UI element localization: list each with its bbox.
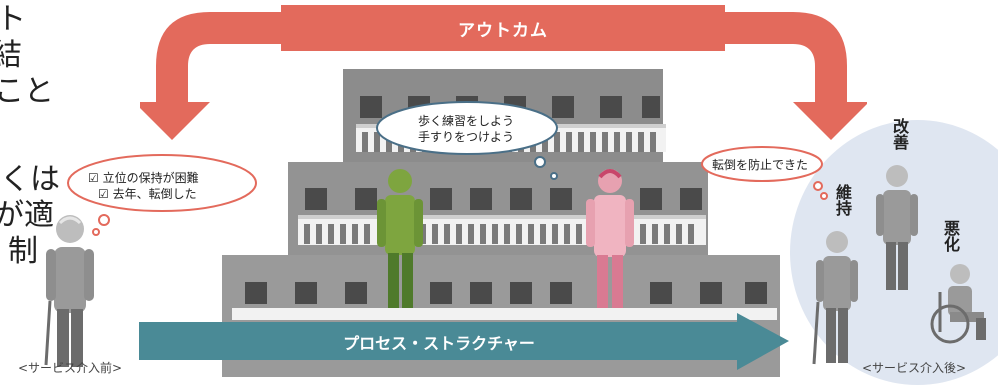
person-improved xyxy=(876,165,918,290)
staff-figure-pink xyxy=(586,169,634,308)
outcome-arrow-left xyxy=(140,12,281,140)
outcome-arrow-right xyxy=(722,12,867,140)
staff-thought-bubble xyxy=(376,101,558,180)
before-thought-bubble xyxy=(67,154,257,236)
left-text-line-6: 制 xyxy=(8,234,38,269)
before-service-caption: <サービス介入前> xyxy=(18,361,123,375)
maintain-label: 維持 xyxy=(833,184,852,216)
process-label: プロセス・ストラクチャー xyxy=(343,334,535,353)
person-maintained xyxy=(812,231,858,365)
after-service-caption: <サービス介入後> xyxy=(862,361,967,375)
after-bubble-text: 転倒を防止できた xyxy=(712,158,809,172)
left-text-line-5: が適 xyxy=(0,198,54,233)
left-text-line-4: くは xyxy=(0,162,60,197)
improve-label: 改善 xyxy=(890,118,909,150)
before-bubble-line-2: ☑ 去年、転倒した xyxy=(98,187,197,201)
worsen-label: 悪化 xyxy=(941,220,960,252)
staff-figure-green xyxy=(377,169,423,308)
elderly-person-before xyxy=(44,215,94,367)
after-thought-bubble xyxy=(701,146,828,200)
outcome-bar: アウトカム xyxy=(281,5,725,51)
left-text-line-3: こと xyxy=(0,74,54,109)
outcome-label: アウトカム xyxy=(458,20,548,41)
person-wheelchair xyxy=(930,264,986,344)
staff-bubble-line-1: 歩く練習をしよう xyxy=(418,114,515,128)
left-text-line-2: 結 xyxy=(0,38,22,73)
process-arrow xyxy=(139,313,789,370)
staff-bubble-line-2: 手すりをつけよう xyxy=(418,130,515,144)
left-text-line-1: ト xyxy=(0,2,26,37)
before-bubble-line-1: ☑ 立位の保持が困難 xyxy=(88,171,199,185)
